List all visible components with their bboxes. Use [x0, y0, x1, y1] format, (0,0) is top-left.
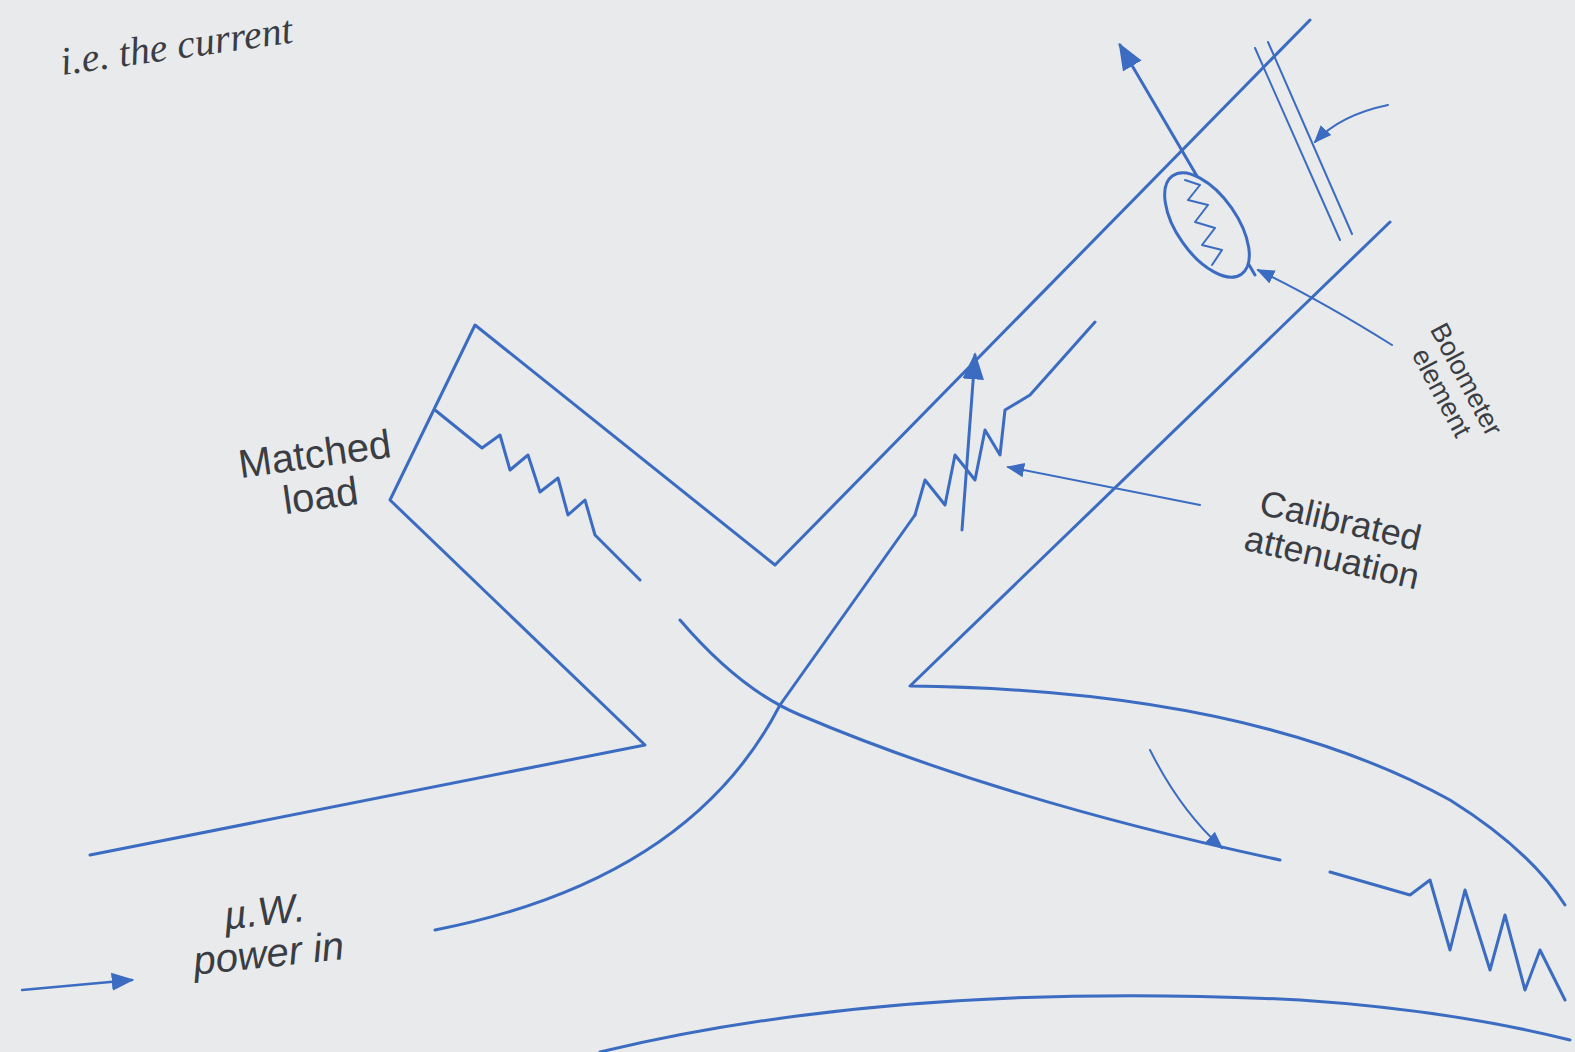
bolometer-element: [1185, 180, 1222, 265]
part-label: Matched load: [225, 421, 410, 529]
bolometer-element: [1148, 159, 1266, 292]
running-text: i.e. the current: [10, 2, 343, 90]
waveguide-wall: [600, 996, 1570, 1052]
waveguide-wall: [90, 20, 1310, 855]
resistor-symbol: [1330, 872, 1565, 1000]
coupler-line: [435, 515, 915, 930]
input-arrow: [22, 980, 132, 990]
pointer-arrow: [1315, 105, 1388, 142]
waveguide-wall: [910, 222, 1565, 905]
resistor-symbol: [435, 410, 640, 580]
coupler-line: [680, 620, 1280, 860]
attenuator-symbol: [915, 322, 1095, 515]
plate-line: [1255, 42, 1352, 240]
part-label: Bolometer element: [1390, 300, 1518, 472]
flow-arrow: [1150, 750, 1222, 848]
signal-label: µ.W. power in: [170, 881, 363, 984]
leader-line: [1008, 467, 1200, 505]
part-label: Calibrated attenuation: [1223, 478, 1449, 600]
leader-line: [1258, 270, 1392, 345]
variable-arrow: [962, 355, 975, 530]
